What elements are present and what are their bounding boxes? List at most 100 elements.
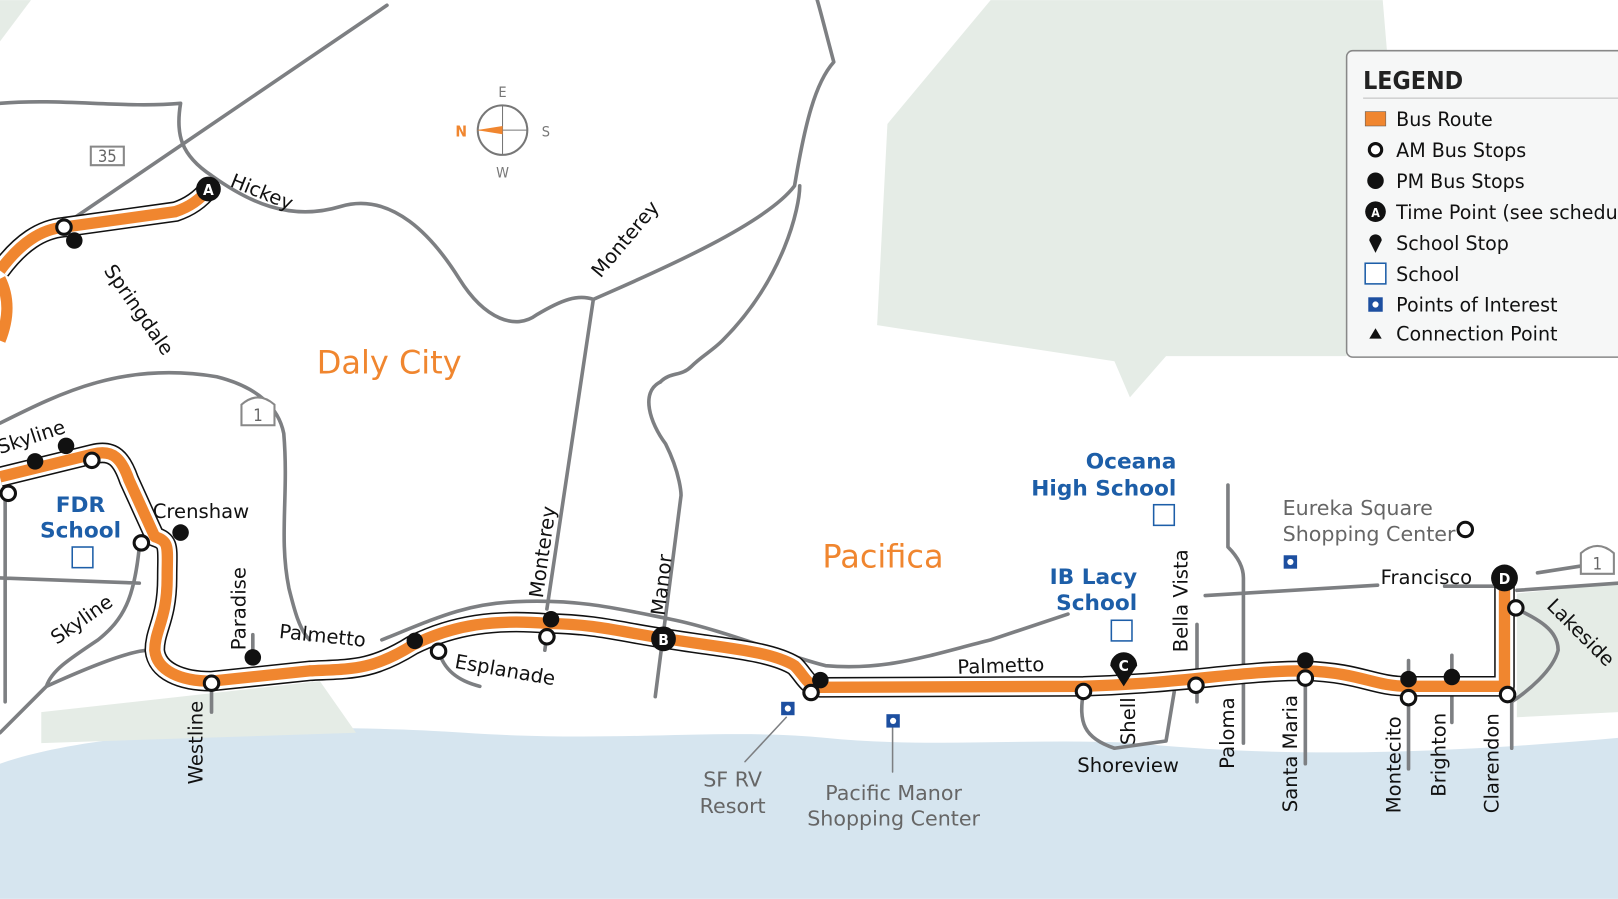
- school-icon: [1152, 503, 1176, 527]
- pm-stop[interactable]: [26, 453, 44, 470]
- pm-stop-icon: [1367, 172, 1384, 189]
- am-stop[interactable]: [1507, 599, 1525, 617]
- am-stop-icon: [1367, 141, 1384, 158]
- svg-text:A: A: [1371, 206, 1380, 220]
- svg-text:S: S: [542, 124, 550, 140]
- svg-text:High School: High School: [1031, 476, 1176, 501]
- time-point-d[interactable]: D: [1491, 564, 1518, 592]
- time-point-b[interactable]: B: [651, 626, 676, 652]
- pm-stop[interactable]: [1443, 668, 1461, 686]
- pm-stop[interactable]: [542, 610, 560, 628]
- am-stop[interactable]: [538, 628, 556, 646]
- svg-text:Francisco: Francisco: [1381, 566, 1473, 589]
- am-stop[interactable]: [1456, 520, 1475, 539]
- svg-text:Westline: Westline: [184, 701, 207, 785]
- pm-stop[interactable]: [812, 671, 829, 689]
- compass: N E S W: [455, 85, 550, 181]
- pm-stop[interactable]: [244, 649, 262, 666]
- am-stop[interactable]: [429, 642, 448, 661]
- school-labels: FDR School Oceana High School IB Lacy Sc…: [40, 450, 1176, 616]
- park-area: [1516, 583, 1618, 718]
- svg-text:FDR: FDR: [56, 493, 106, 518]
- svg-text:School: School: [1396, 264, 1459, 286]
- roads: [0, 0, 1618, 773]
- svg-text:Montecito: Montecito: [1382, 716, 1405, 813]
- am-stop[interactable]: [1074, 682, 1093, 701]
- svg-text:Santa Maria: Santa Maria: [1279, 695, 1302, 812]
- pm-bus-stops: [26, 232, 1461, 689]
- svg-text:D: D: [1499, 570, 1511, 588]
- svg-text:Palmetto: Palmetto: [278, 620, 367, 652]
- am-stop[interactable]: [202, 674, 221, 692]
- svg-text:B: B: [658, 631, 669, 649]
- svg-text:Skyline: Skyline: [46, 590, 117, 649]
- svg-text:AM Bus Stops: AM Bus Stops: [1396, 140, 1526, 162]
- school-stop-icon: [1369, 234, 1382, 253]
- am-stop[interactable]: [132, 534, 151, 552]
- pm-stop[interactable]: [57, 437, 75, 455]
- svg-text:Paradise: Paradise: [228, 567, 251, 650]
- svg-text:Shoreview: Shoreview: [1077, 754, 1179, 777]
- am-stop[interactable]: [1399, 688, 1418, 707]
- svg-text:Connection Point: Connection Point: [1396, 324, 1558, 346]
- svg-text:Clarendon: Clarendon: [1480, 713, 1503, 813]
- svg-text:Shopping Center: Shopping Center: [1283, 522, 1456, 546]
- svg-text:Bus Route: Bus Route: [1396, 109, 1493, 131]
- svg-text:E: E: [498, 85, 506, 101]
- svg-text:Manor: Manor: [647, 552, 677, 617]
- ocean: [0, 728, 1618, 899]
- time-point-a[interactable]: A: [196, 176, 221, 202]
- svg-text:N: N: [455, 122, 467, 140]
- school-icon: [1364, 262, 1387, 285]
- legend: LEGEND A Bus Route AM Bus Stops PM Bus S…: [1345, 49, 1618, 358]
- school-icon: [71, 546, 94, 569]
- svg-text:Crenshaw: Crenshaw: [153, 500, 249, 523]
- am-stop[interactable]: [1498, 685, 1517, 704]
- svg-text:Eureka Square: Eureka Square: [1283, 496, 1433, 520]
- svg-text:Shopping Center: Shopping Center: [807, 807, 980, 831]
- svg-text:1: 1: [1593, 555, 1602, 574]
- svg-text:Paloma: Paloma: [1216, 697, 1239, 768]
- svg-text:Shell: Shell: [1117, 697, 1140, 745]
- svg-text:A: A: [203, 181, 214, 199]
- am-stop[interactable]: [802, 683, 820, 702]
- pm-stop[interactable]: [1297, 652, 1314, 669]
- legend-title: LEGEND: [1363, 66, 1463, 95]
- pm-stop[interactable]: [1400, 670, 1417, 688]
- park-area: [0, 0, 31, 42]
- svg-text:W: W: [496, 166, 509, 182]
- svg-text:IB Lacy: IB Lacy: [1050, 565, 1137, 590]
- connection-point-icon: [1369, 328, 1382, 339]
- street-labels: Hickey Springdale Monterey Skyline Crens…: [0, 169, 1618, 813]
- poi-labels: SF RV Resort Pacific Manor Shopping Cent…: [700, 496, 1456, 831]
- pm-stop[interactable]: [172, 524, 189, 541]
- highway-1-shield: 1: [240, 396, 276, 427]
- pm-stop[interactable]: [406, 632, 424, 650]
- svg-text:School: School: [1056, 591, 1137, 616]
- svg-text:PM Bus Stops: PM Bus Stops: [1396, 171, 1525, 193]
- highway-35-shield: 35: [89, 145, 125, 167]
- svg-text:35: 35: [98, 147, 117, 166]
- am-stop[interactable]: [83, 451, 101, 470]
- time-point-c-school-stop[interactable]: C: [1110, 652, 1138, 687]
- am-bus-stops: [0, 218, 1525, 707]
- am-stop[interactable]: [1187, 676, 1205, 695]
- svg-text:Springdale: Springdale: [99, 260, 178, 359]
- am-stop[interactable]: [1296, 669, 1315, 687]
- am-stop[interactable]: [55, 218, 73, 236]
- pm-stop[interactable]: [66, 232, 83, 249]
- park-area: [41, 681, 357, 744]
- svg-text:Resort: Resort: [700, 794, 766, 818]
- park-area: [877, 0, 1388, 398]
- svg-text:Time Point (see schedule): Time Point (see schedule): [1395, 202, 1618, 224]
- time-point-icon: [1365, 201, 1386, 222]
- svg-text:Brighton: Brighton: [1428, 713, 1451, 797]
- city-label-daly-city: Daly City: [317, 344, 462, 382]
- svg-text:C: C: [1119, 657, 1129, 675]
- svg-text:1: 1: [253, 406, 262, 425]
- svg-text:School Stop: School Stop: [1396, 233, 1509, 255]
- svg-text:Palmetto: Palmetto: [957, 653, 1045, 679]
- am-stop[interactable]: [0, 484, 18, 503]
- svg-text:SF RV: SF RV: [703, 767, 762, 791]
